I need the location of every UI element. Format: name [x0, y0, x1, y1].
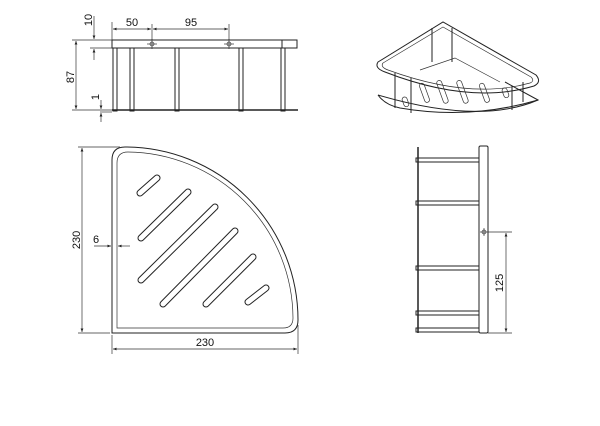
leg [129, 47, 135, 112]
leg [174, 47, 180, 112]
iso-slots [401, 80, 510, 108]
leg [280, 47, 286, 112]
front-view: 50 95 87 10 1 [65, 14, 298, 122]
plan-view: 230 230 6 [71, 146, 299, 354]
iso-base-edge [377, 94, 539, 113]
leg [112, 47, 118, 112]
leg [238, 47, 244, 112]
drain-slots [136, 174, 270, 308]
side-view: 125 [415, 145, 512, 334]
iso-top-rail [376, 21, 540, 94]
shelf-bar [415, 265, 480, 271]
shelf-bar [415, 310, 480, 316]
dim-1: 1 [90, 94, 102, 100]
shelf-bar [415, 200, 480, 206]
wall-mount-post [478, 145, 489, 334]
dim-10: 10 [83, 14, 95, 26]
iso-top-rail-inner [381, 26, 534, 90]
shelf-bar [415, 157, 480, 163]
front-dimension-lines [72, 16, 230, 122]
shelf-bar [415, 327, 480, 333]
dim-6: 6 [93, 234, 99, 246]
dim-230-width: 230 [196, 337, 214, 349]
legs [112, 47, 286, 112]
top-rail [111, 39, 298, 49]
shelf-inner-outline [116, 151, 294, 329]
dim-230-depth: 230 [71, 231, 83, 249]
dim-87: 87 [65, 71, 77, 83]
iso-legs [394, 28, 524, 113]
dim-50: 50 [126, 17, 138, 29]
side-dimension-lines [488, 231, 512, 334]
shelf-bars [415, 157, 480, 333]
dim-125: 125 [494, 274, 506, 292]
iso-back-corner [419, 57, 501, 83]
dim-95: 95 [185, 17, 197, 29]
shelf-outline [111, 146, 299, 334]
isometric-view [376, 21, 540, 113]
side-mount-hole-marker [480, 228, 488, 236]
mount-hole-markers [147, 39, 234, 49]
plan-dimension-lines [78, 146, 299, 354]
